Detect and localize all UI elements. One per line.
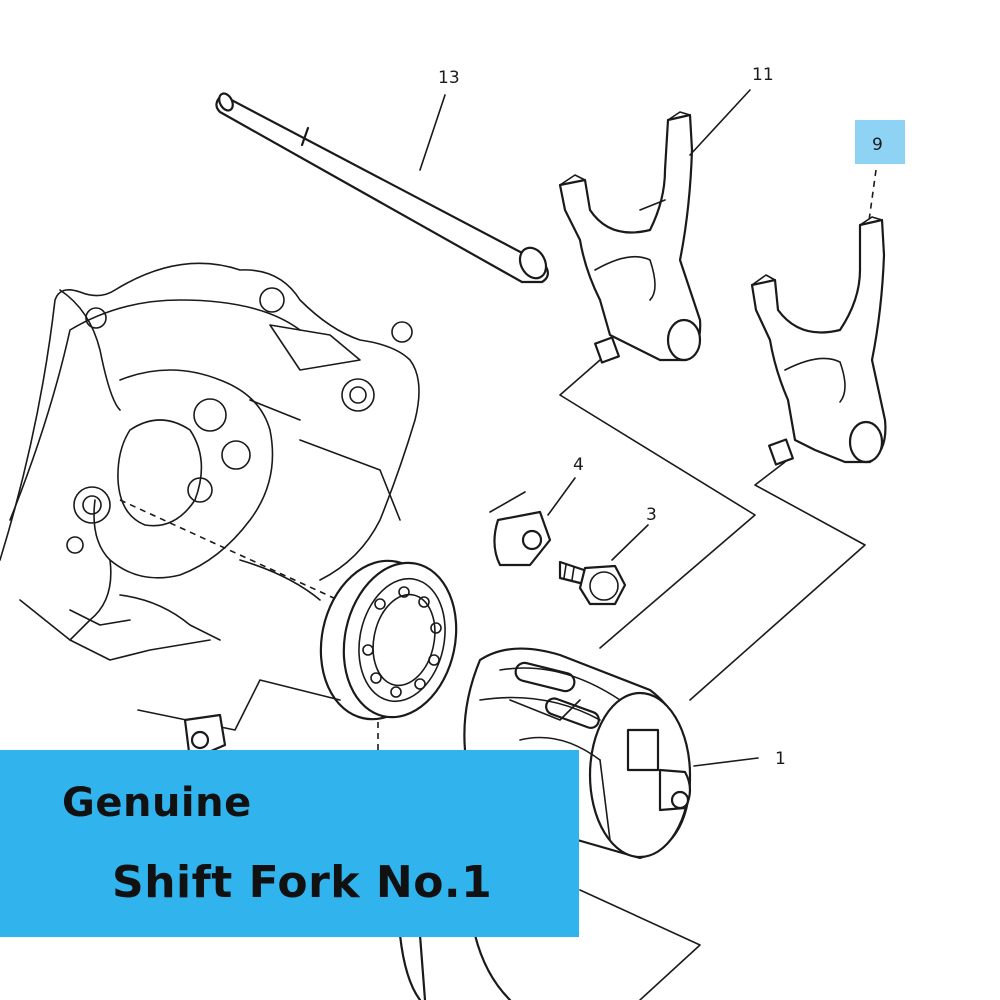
leader-line: [693, 757, 759, 767]
banner-title-line2: Shift Fork No.1: [112, 857, 493, 908]
leader-line: [611, 524, 649, 561]
callout-3: 3: [646, 505, 657, 525]
shift-shaft: [215, 92, 549, 284]
stopper-plate: [493, 510, 552, 567]
callout-4: 4: [573, 455, 584, 475]
callout-13: 13: [438, 68, 460, 88]
bearing: [319, 559, 458, 721]
callout-1: 1: [775, 749, 786, 769]
shift-fork-9: [750, 216, 887, 466]
callout-11: 11: [752, 65, 774, 85]
banner-title-line1: Genuine: [62, 780, 252, 826]
shift-fork-11: [558, 111, 702, 364]
bracket-lines: [489, 359, 866, 701]
lower-fork: [398, 889, 701, 1000]
title-banner: Genuine Shift Fork No.1: [0, 750, 579, 937]
leader-line: [419, 94, 446, 171]
callout-9: 9: [872, 135, 883, 155]
crankcase-outline: [0, 262, 420, 661]
leader-line: [689, 89, 751, 156]
leader-line: [547, 477, 576, 516]
alignment-line: [119, 499, 361, 611]
bolt: [558, 560, 627, 606]
highlight-marker: [855, 120, 905, 164]
